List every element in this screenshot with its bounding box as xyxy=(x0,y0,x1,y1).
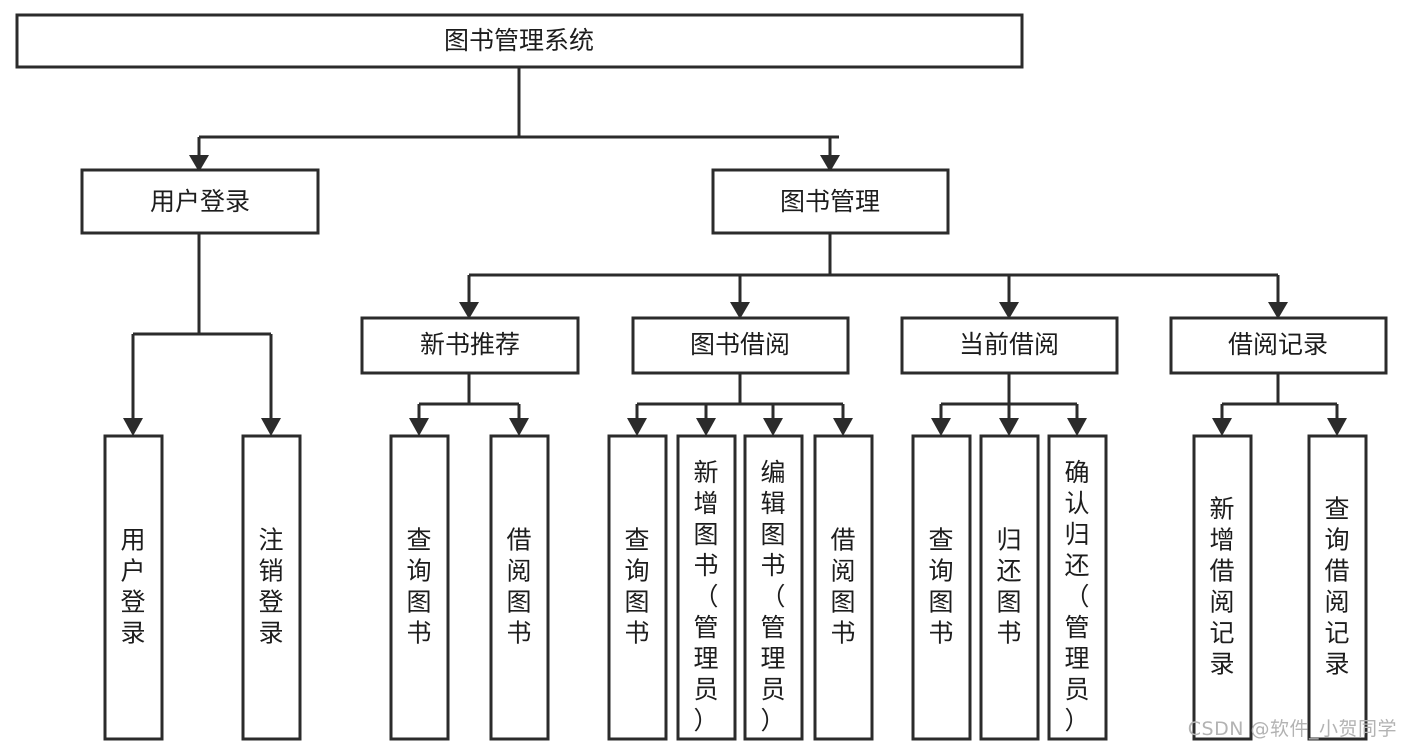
node-leaf-12-box[interactable] xyxy=(1192,434,1253,741)
node-book-manage-label: 图书管理 xyxy=(780,187,880,216)
arrowhead-leaf-11 xyxy=(1067,418,1087,436)
node-leaf-11-label: 确认归还（管理员） xyxy=(1064,458,1089,735)
node-borrow-record-box[interactable] xyxy=(1169,316,1388,375)
arrowhead-leaf-2 xyxy=(261,418,281,436)
node-user-login-box[interactable] xyxy=(80,168,320,235)
node-leaf-2-box[interactable] xyxy=(241,434,302,741)
node-new-book-rec[interactable]: 新书推荐 xyxy=(360,316,580,375)
node-leaf-1[interactable]: 用户登录 xyxy=(103,434,164,741)
node-root-box[interactable] xyxy=(15,13,1024,69)
arrowhead-leaf-4 xyxy=(509,418,529,436)
node-leaf-10-label: 归还图书 xyxy=(996,526,1021,648)
arrowhead-leaf-13 xyxy=(1327,418,1347,436)
node-leaf-7-label: 编辑图书（管理员） xyxy=(760,458,785,735)
arrowhead-borrow-record xyxy=(1268,302,1288,319)
node-leaf-12-label: 新增借阅记录 xyxy=(1209,495,1234,679)
arrowhead-book-manage xyxy=(820,155,840,172)
arrowhead-leaf-3 xyxy=(409,418,429,436)
node-leaf-13-label: 查询借阅记录 xyxy=(1324,495,1349,679)
node-leaf-1-label: 用户登录 xyxy=(120,526,145,648)
node-current-borrow-label: 当前借阅 xyxy=(959,330,1059,359)
arrowhead-book-borrow xyxy=(730,302,750,319)
node-leaf-4-box[interactable] xyxy=(489,434,550,741)
node-leaf-6-label: 新增图书（管理员） xyxy=(693,458,718,735)
node-leaf-5-label: 查询图书 xyxy=(624,526,649,648)
connector-layer xyxy=(123,67,1347,436)
node-book-manage-box[interactable] xyxy=(711,168,950,235)
node-new-book-rec-label: 新书推荐 xyxy=(420,330,520,359)
node-new-book-rec-box[interactable] xyxy=(360,316,580,375)
node-current-borrow-box[interactable] xyxy=(900,316,1119,375)
node-leaf-6-box[interactable] xyxy=(676,434,737,741)
arrowhead-leaf-8 xyxy=(833,418,853,436)
node-leaf-8[interactable]: 借阅图书 xyxy=(813,434,874,741)
node-root-label: 图书管理系统 xyxy=(444,26,594,55)
node-leaf-7[interactable]: 编辑图书（管理员） xyxy=(743,434,804,741)
node-book-borrow-label: 图书借阅 xyxy=(690,330,790,359)
node-root[interactable]: 图书管理系统 xyxy=(15,13,1024,69)
node-leaf-2[interactable]: 注销登录 xyxy=(241,434,302,741)
node-leaf-3-label: 查询图书 xyxy=(406,526,431,648)
node-leaf-11-box[interactable] xyxy=(1047,434,1108,741)
node-leaf-9-label: 查询图书 xyxy=(928,526,953,648)
arrowhead-user-login xyxy=(189,155,209,172)
node-leaf-13-box[interactable] xyxy=(1307,434,1368,741)
node-leaf-8-box[interactable] xyxy=(813,434,874,741)
node-leaf-3-box[interactable] xyxy=(389,434,450,741)
node-book-borrow[interactable]: 图书借阅 xyxy=(631,316,850,375)
arrowhead-new-book-rec xyxy=(459,302,479,319)
arrowhead-leaf-7 xyxy=(763,418,783,436)
node-leaf-9-box[interactable] xyxy=(911,434,972,741)
node-borrow-record-label: 借阅记录 xyxy=(1228,330,1328,359)
csdn-watermark: CSDN @软件_小贺同学 xyxy=(1187,718,1397,740)
node-leaf-5[interactable]: 查询图书 xyxy=(607,434,668,741)
node-leaf-2-label: 注销登录 xyxy=(258,526,283,648)
node-leaf-9[interactable]: 查询图书 xyxy=(911,434,972,741)
arrowhead-leaf-5 xyxy=(627,418,647,436)
node-current-borrow[interactable]: 当前借阅 xyxy=(900,316,1119,375)
node-leaf-3[interactable]: 查询图书 xyxy=(389,434,450,741)
node-book-manage[interactable]: 图书管理 xyxy=(711,168,950,235)
arrowhead-leaf-1 xyxy=(123,418,143,436)
node-leaf-8-label: 借阅图书 xyxy=(830,526,855,648)
node-user-login-label: 用户登录 xyxy=(150,187,250,216)
arrowhead-leaf-6 xyxy=(696,418,716,436)
node-leaf-10-box[interactable] xyxy=(979,434,1040,741)
node-leaf-4[interactable]: 借阅图书 xyxy=(489,434,550,741)
node-leaf-13[interactable]: 查询借阅记录 xyxy=(1307,434,1368,741)
node-leaf-5-box[interactable] xyxy=(607,434,668,741)
node-leaf-11[interactable]: 确认归还（管理员） xyxy=(1047,434,1108,741)
node-leaf-12[interactable]: 新增借阅记录 xyxy=(1192,434,1253,741)
node-leaf-4-label: 借阅图书 xyxy=(506,526,531,648)
node-user-login[interactable]: 用户登录 xyxy=(80,168,320,235)
arrowhead-current-borrow xyxy=(999,302,1019,319)
arrowhead-leaf-12 xyxy=(1212,418,1232,436)
node-book-borrow-box[interactable] xyxy=(631,316,850,375)
node-leaf-1-box[interactable] xyxy=(103,434,164,741)
node-leaf-10[interactable]: 归还图书 xyxy=(979,434,1040,741)
node-borrow-record[interactable]: 借阅记录 xyxy=(1169,316,1388,375)
arrowhead-leaf-9 xyxy=(931,418,951,436)
node-leaf-6[interactable]: 新增图书（管理员） xyxy=(676,434,737,741)
node-leaf-7-box[interactable] xyxy=(743,434,804,741)
arrowhead-leaf-10 xyxy=(999,418,1019,436)
